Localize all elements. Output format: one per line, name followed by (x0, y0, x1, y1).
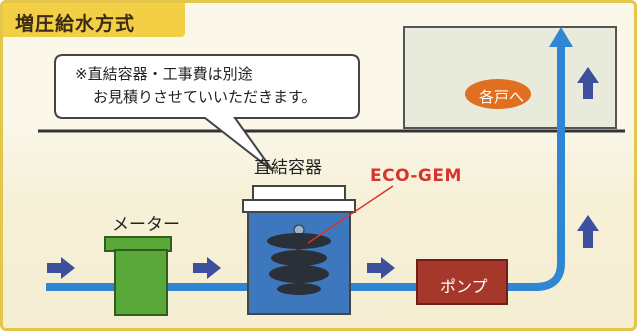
eco-gem-leader-line (307, 185, 394, 244)
eco-gem-disc-3 (269, 265, 329, 283)
destination-badge (465, 79, 531, 109)
diagram-canvas (38, 26, 625, 316)
pump-label: ポンプ (440, 277, 488, 296)
destination-label: 各戸へ (479, 88, 525, 106)
meter-label: メーター (112, 215, 180, 235)
diagram-title: 増圧給水方式 (15, 13, 136, 35)
eco-gem-base (277, 283, 321, 295)
water-meter (104, 236, 172, 316)
building-box (403, 26, 617, 129)
callout-bubble (54, 54, 360, 172)
eco-gem-disc-2 (271, 250, 327, 266)
callout-line-1: ※直結容器・工事費は別途 (75, 65, 253, 83)
callout-line-2: お見積りさせていいただきます。 (93, 88, 317, 106)
product-label: ECO-GEM (370, 166, 462, 186)
pump-box (416, 259, 508, 305)
flow-arrow-up-2 (577, 67, 599, 99)
meter-body (114, 249, 168, 316)
title-bar: 増圧給水方式 (3, 3, 185, 37)
eco-gem-unit (267, 224, 331, 295)
flow-arrow-up-1 (577, 215, 599, 248)
pipe-end-arrow (549, 27, 573, 47)
direct-container (242, 185, 356, 315)
meter-cap (104, 236, 172, 252)
flow-arrow-2 (193, 257, 221, 279)
flow-arrow-3 (367, 257, 395, 279)
container-label: 直結容器 (254, 158, 322, 178)
container-top (252, 185, 346, 201)
callout-text: ※直結容器・工事費は別途 お見積りさせていいただきます。 (69, 63, 359, 109)
flow-arrow-1 (47, 257, 75, 279)
eco-gem-disc-1 (267, 233, 331, 249)
building-tank (403, 26, 617, 129)
container-lid (242, 199, 356, 213)
flow-arrows (47, 67, 599, 279)
water-pipe (46, 43, 565, 291)
